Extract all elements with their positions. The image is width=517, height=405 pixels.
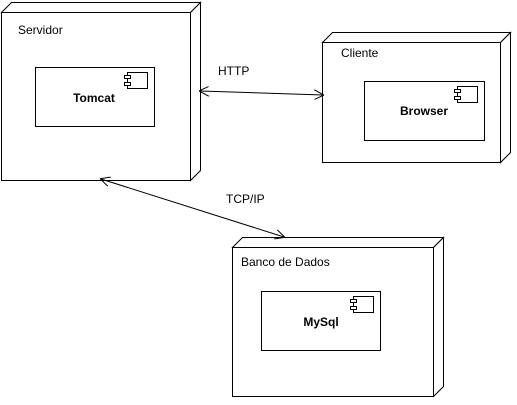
connection-http-label: HTTP (218, 64, 249, 78)
node-servidor-label: Servidor (18, 23, 63, 37)
component-tomcat[interactable]: Tomcat (35, 67, 155, 127)
node-cliente-label: Cliente (341, 46, 379, 60)
node-banco-label: Banco de Dados (241, 255, 330, 269)
component-browser-label: Browser (400, 104, 448, 118)
component-icon (454, 86, 478, 103)
component-mysql-label: MySql (303, 315, 338, 329)
component-icon (350, 296, 374, 313)
connection-tcpip-label: TCP/IP (226, 192, 265, 206)
component-browser[interactable]: Browser (364, 81, 485, 141)
node-servidor[interactable]: Servidor Tomcat (0, 1, 202, 182)
component-icon (124, 72, 148, 89)
node-banco-de-dados[interactable]: Banco de Dados MySql (231, 236, 445, 398)
component-tomcat-label: Tomcat (73, 91, 115, 105)
node-cliente[interactable]: Cliente Browser (321, 31, 512, 164)
connection-tcpip[interactable]: TCP/IP (101, 179, 284, 237)
connection-http[interactable]: HTTP (200, 64, 323, 95)
component-mysql[interactable]: MySql (261, 291, 381, 351)
